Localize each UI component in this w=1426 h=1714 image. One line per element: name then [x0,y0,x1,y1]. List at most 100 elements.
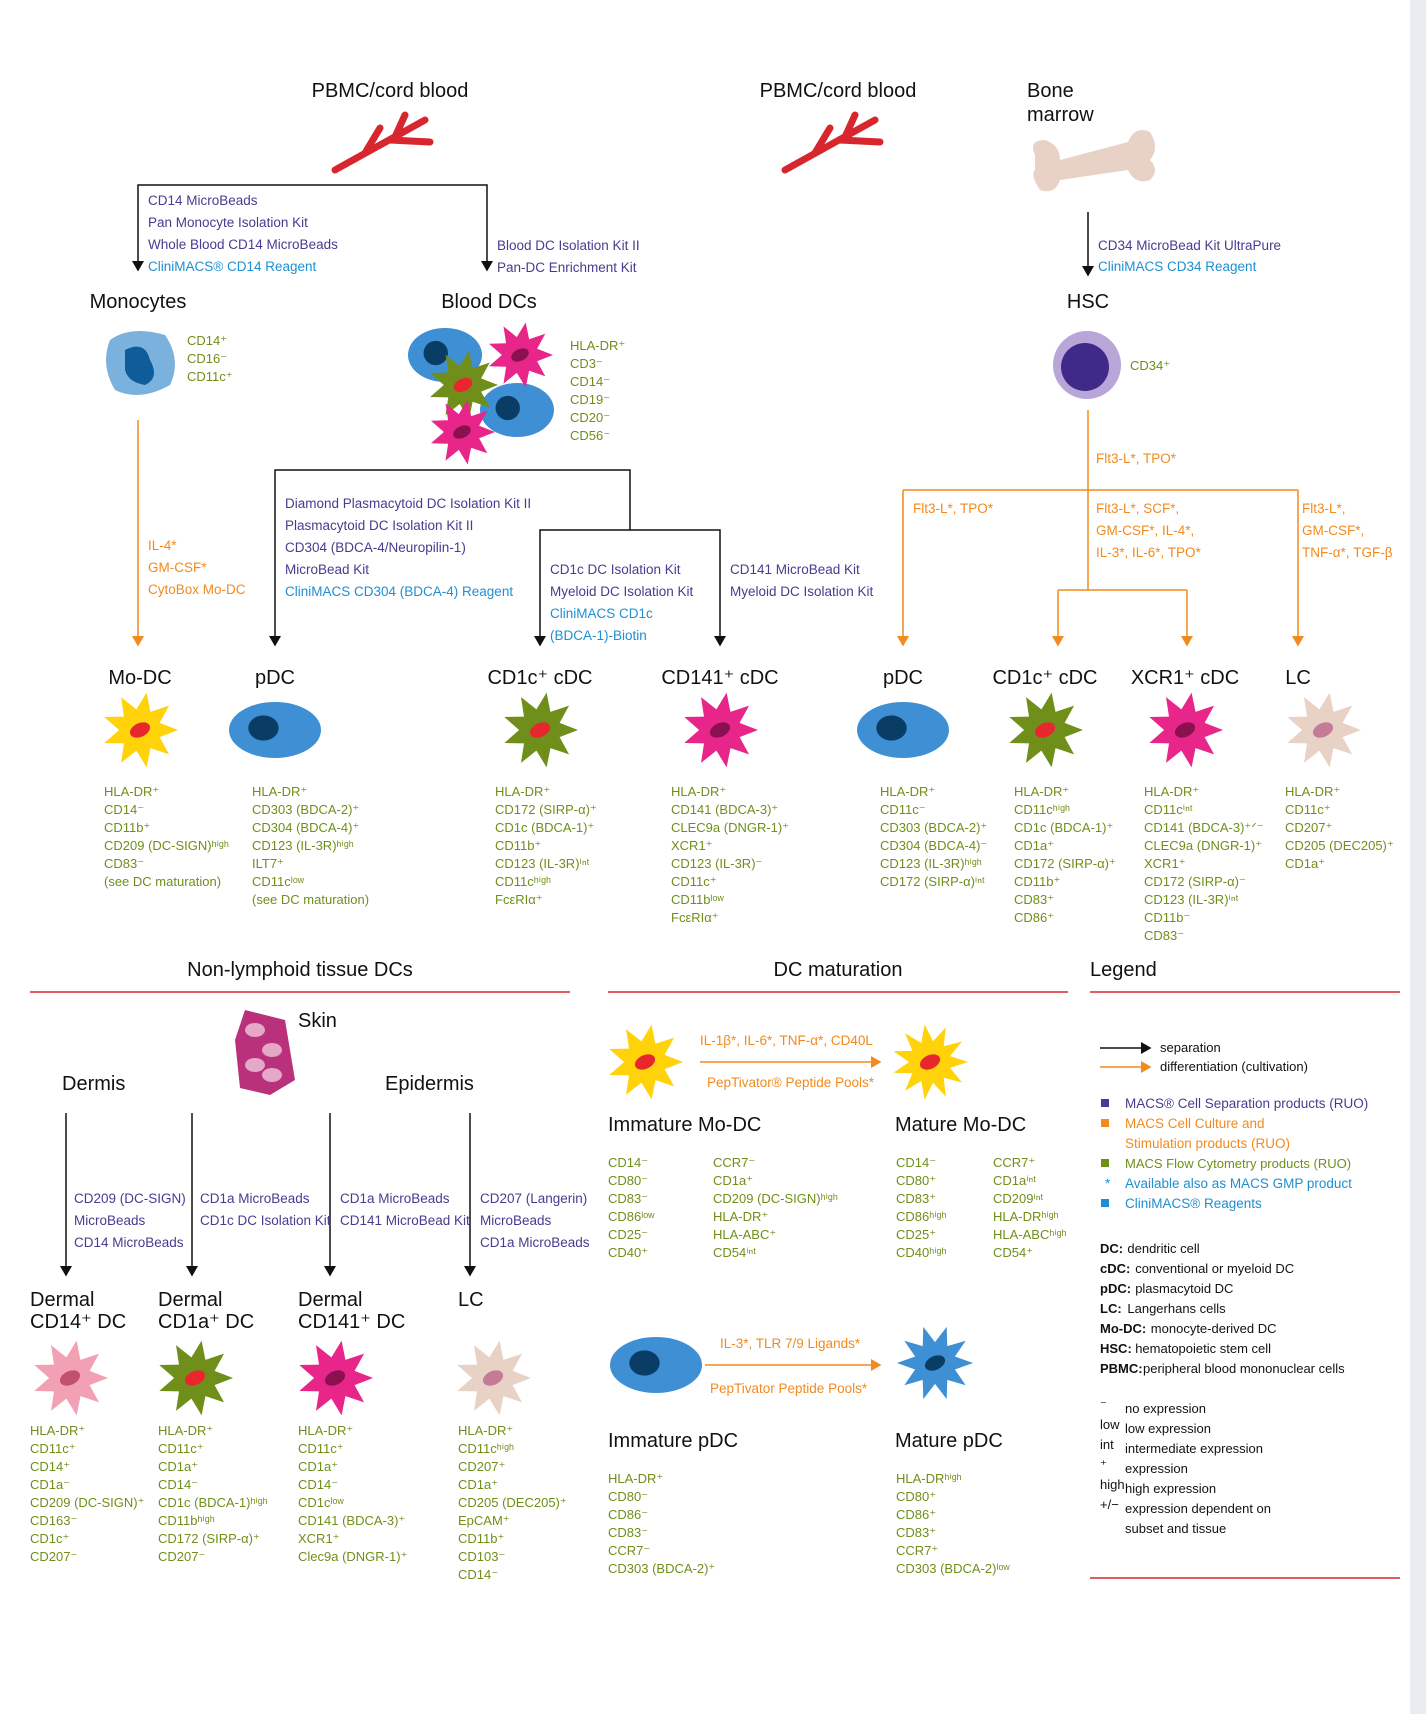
mature-pdc-title: Mature pDC [895,1430,1003,1452]
cell-marker: CD14⁻ [104,802,144,817]
abbr-key: Mo-DC: [1100,1321,1146,1336]
mono-marker: CD11c⁺ [187,369,233,384]
cd141-kit: Myeloid DC Isolation Kit [730,584,874,599]
hsc-nucleus [1061,343,1109,391]
bone-title: marrow [1027,104,1094,126]
legend-item: MACS Cell Culture and [1125,1116,1265,1131]
dermis-title: Dermis [62,1073,125,1095]
connector [132,184,390,272]
cdc-cyto: IL-3*, IL-6*, TPO* [1096,545,1202,560]
connector [630,529,726,647]
imm-pdc-marker: CD303 (BDCA-2)⁺ [608,1561,715,1576]
imm-pdc-marker: CD80⁻ [608,1489,648,1504]
tissue-marker: CD11cʰⁱᵍʰ [458,1441,514,1456]
cell-marker: CD1a⁺ [1014,838,1054,853]
cd1c-clini: (BDCA-1)-Biotin [550,628,647,643]
cell-marker: CD11cʰⁱᵍʰ [1014,802,1070,817]
cell-marker: CD123 (IL-3R)ʰⁱᵍʰ [880,856,982,871]
cell-marker: HLA-DR⁺ [104,784,159,799]
imm-mo-marker: CD25⁻ [608,1227,648,1242]
hsc-marker: CD34⁺ [1130,358,1170,373]
tissue-marker: CD141 (BDCA-3)⁺ [298,1513,405,1528]
cell-marker: HLA-DR⁺ [1144,784,1199,799]
cd1c-kit: Myeloid DC Isolation Kit [550,584,694,599]
tissue-icon-nucleus [324,1370,346,1386]
immature-modc-title: Immature Mo-DC [608,1114,761,1136]
dermis-kit-3: CD1a MicroBeads [340,1191,450,1206]
cd1c-clini: CliniMACS CD1c [550,606,653,621]
expr-key: +/− [1100,1497,1119,1512]
cell-marker: CD11b⁺ [1014,874,1060,889]
cd34-kit: CD34 MicroBead Kit UltraPure [1098,238,1281,253]
pdc-clini: CliniMACS CD304 (BDCA-4) Reagent [285,584,513,599]
cell-marker: HLA-DR⁺ [880,784,935,799]
abbr-key: LC: [1100,1301,1122,1316]
bone-icon [1032,129,1155,192]
tissue-marker: CD1a⁺ [298,1459,338,1474]
pdc-pep: PepTivator Peptide Pools* [710,1381,868,1396]
lc-cyto: Flt3-L*, [1302,501,1346,516]
imm-mo-marker-b: CD1a⁺ [713,1173,753,1188]
abbr-val: hematopoietic stem cell [1135,1341,1271,1356]
cell-marker: CD83⁻ [104,856,144,871]
cell-marker: CD11cˡᵒʷ [252,874,305,889]
tissue-marker: CD103⁻ [458,1549,505,1564]
cell-marker: FcεRIα⁺ [671,910,719,925]
imm-mo-marker-b: HLA-ABC⁺ [713,1227,776,1242]
expr-val: intermediate expression [1125,1441,1263,1456]
cell-marker: CLEC9a (DNGR-1)⁺ [671,820,789,835]
lc-cyto: GM-CSF*, [1302,523,1364,538]
abbr-key: PBMC: [1100,1361,1143,1376]
mat-mo-marker: CD14⁻ [896,1155,936,1170]
tissue-title: CD1a⁺ DC [158,1311,254,1333]
monocyte-nucleus [125,346,154,385]
mat-pdc-marker: CD303 (BDCA-2)ˡᵒʷ [896,1561,1010,1576]
mat-mo-marker-b: CD54⁺ [993,1245,1033,1260]
legend-item: Stimulation products (RUO) [1125,1136,1290,1151]
cell-marker: XCR1⁺ [1144,856,1186,871]
imm-mo-marker-b: CCR7⁻ [713,1155,755,1170]
tissue-marker: EpCAM⁺ [458,1513,510,1528]
abbr-val: Langerhans cells [1127,1301,1226,1316]
expr-val: no expression [1125,1401,1206,1416]
abbr-key: cDC: [1100,1261,1130,1276]
cell-title: pDC [883,667,923,689]
cell-icon-nucleus [709,722,731,738]
cell-marker: CD11b⁻ [1144,910,1190,925]
tissue-marker: CD207⁻ [30,1549,77,1564]
legend-item: CliniMACS® Reagents [1125,1196,1262,1211]
legend-star: * [1105,1176,1111,1191]
immature-pdc-icon-nucleus [629,1350,660,1376]
cell-marker: CD304 (BDCA-4)⁻ [880,838,987,853]
imm-pdc-marker: HLA-DR⁺ [608,1471,663,1486]
cell-icon-nucleus [876,715,907,741]
abbr-val: peripheral blood mononuclear cells [1143,1361,1345,1376]
expr-val: expression dependent on [1125,1501,1271,1516]
cell-marker: HLA-DR⁺ [1285,784,1340,799]
imm-pdc-marker: CD83⁻ [608,1525,648,1540]
cell-marker: CD11bˡᵒʷ [671,892,724,907]
pdc-kit: MicroBead Kit [285,562,369,577]
cell-icon-nucleus [529,722,551,738]
cell-marker: (see DC maturation) [252,892,369,907]
cell-marker: CD86⁺ [1014,910,1054,925]
cell-marker: XCR1⁺ [671,838,713,853]
tissue-marker: CD11b⁺ [458,1531,504,1546]
tissue-marker: CD1a⁺ [458,1477,498,1492]
cell-marker: CD207⁺ [1285,820,1332,835]
connector [269,469,390,647]
mat-mo-marker-b: CD209ⁱⁿᵗ [993,1191,1044,1206]
cell-marker: CD209 (DC-SIGN)ʰⁱᵍʰ [104,838,229,853]
mat-mo-marker-b: HLA-DRʰⁱᵍʰ [993,1209,1059,1224]
cdc-cyto: GM-CSF*, IL-4*, [1096,523,1194,538]
bdc-marker: CD56⁻ [570,428,610,443]
mono-marker: CD14⁺ [187,333,227,348]
imm-mo-marker-b: CD209 (DC-SIGN)ʰⁱᵍʰ [713,1191,838,1206]
cell-marker: CD11c⁻ [880,802,926,817]
skin-title: Skin [298,1010,337,1032]
dermis-kit-3: CD141 MicroBead Kit [340,1213,470,1228]
tissue-marker: CD1cˡᵒʷ [298,1495,344,1510]
bdc-marker: HLA-DR⁺ [570,338,625,353]
tissue-marker: CD163⁻ [30,1513,77,1528]
